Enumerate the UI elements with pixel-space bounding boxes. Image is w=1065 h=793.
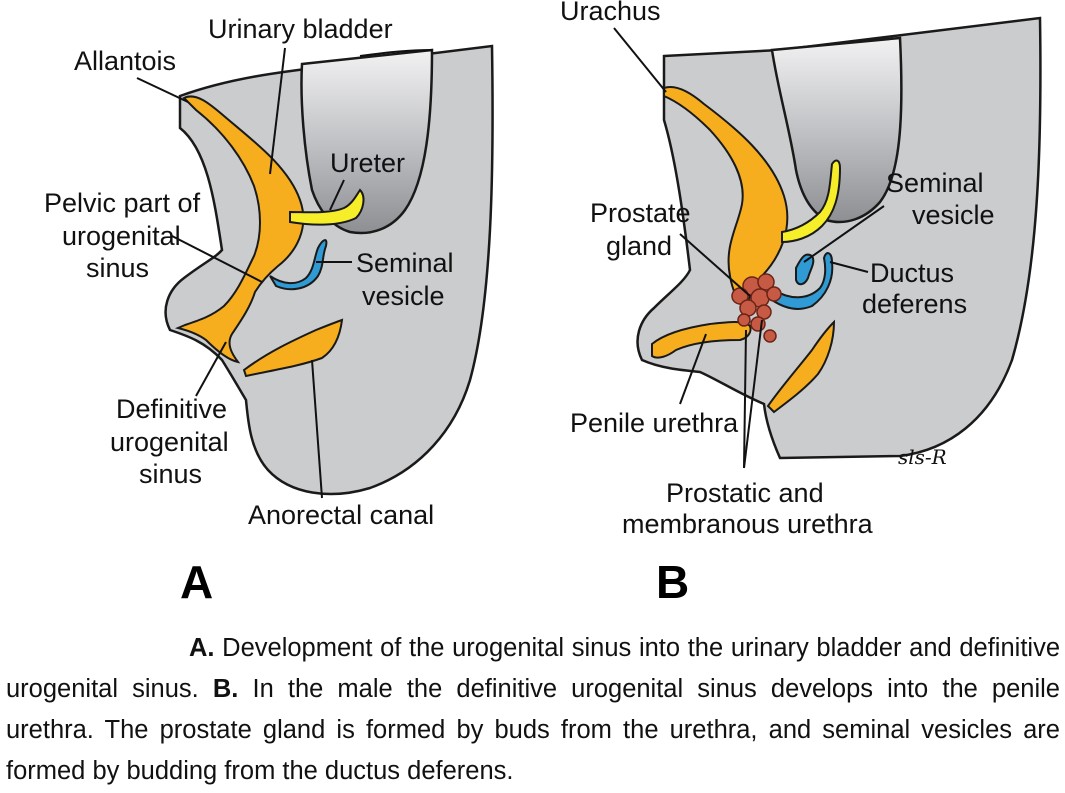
label-prostatic-1: Prostatic and [666, 478, 824, 508]
panel-a-ureter [289, 188, 365, 226]
label-ductus-deferens-1: Ductus [870, 258, 954, 288]
label-pelvic-part-3: sinus [86, 253, 149, 283]
panel-b-seminal-vesicle [795, 253, 815, 286]
caption-a-marker: A. [189, 634, 215, 662]
label-anorectal-canal: Anorectal canal [248, 500, 434, 530]
label-seminal-vesicle-b-2: vesicle [912, 200, 995, 230]
label-urinary-bladder: Urinary bladder [208, 14, 393, 44]
label-pelvic-part-1: Pelvic part of [44, 188, 201, 218]
caption-a-text: Development of the urogenital sinus into… [6, 634, 1060, 703]
panel-b-ureter [781, 159, 842, 244]
panel-a: Allantois Urinary bladder Ureter Pelvic … [44, 14, 494, 608]
caption-body: A. Development of the urogenital sinus i… [6, 628, 1060, 792]
panel-letter-a: A [180, 556, 213, 608]
label-ureter: Ureter [330, 148, 405, 178]
panel-b-penile-urethra [651, 321, 752, 359]
artist-signature: sls-R [898, 445, 947, 469]
panel-b-cavity [770, 36, 903, 224]
label-seminal-vesicle-b-1: Seminal [886, 168, 984, 198]
panel-b: Urachus Seminal vesicle Prostate gland D… [560, 0, 1042, 608]
label-penile-urethra: Penile urethra [570, 408, 739, 438]
figure-caption: A. Development of the urogenital sinus i… [6, 628, 1060, 792]
panel-b-anorectal-canal [766, 319, 836, 414]
panel-a-cavity [300, 48, 434, 235]
caption-b-text: In the male the definitive urogenital si… [6, 675, 1060, 785]
panel-a-seminal-vesicle [269, 239, 328, 291]
label-ductus-deferens-2: deferens [862, 289, 967, 319]
label-allantois: Allantois [74, 46, 176, 76]
label-pelvic-part-2: urogenital [62, 221, 181, 251]
panel-b-prostate-gland [731, 273, 782, 343]
label-seminal-vesicle-a-2: vesicle [362, 281, 445, 311]
label-prostate-gland-1: Prostate [590, 198, 691, 228]
label-urachus: Urachus [560, 0, 661, 26]
label-definitive-2: urogenital [110, 427, 229, 457]
label-seminal-vesicle-a-1: Seminal [356, 248, 454, 278]
label-prostatic-2: membranous urethra [622, 509, 874, 539]
panel-a-anorectal-canal [242, 318, 344, 378]
panel-letter-b: B [656, 556, 689, 608]
label-definitive-3: sinus [139, 459, 202, 489]
label-definitive-1: Definitive [116, 394, 227, 424]
panel-b-ductus-deferens [770, 252, 834, 310]
label-prostate-gland-2: gland [606, 231, 672, 261]
caption-b-marker: B. [212, 675, 239, 703]
